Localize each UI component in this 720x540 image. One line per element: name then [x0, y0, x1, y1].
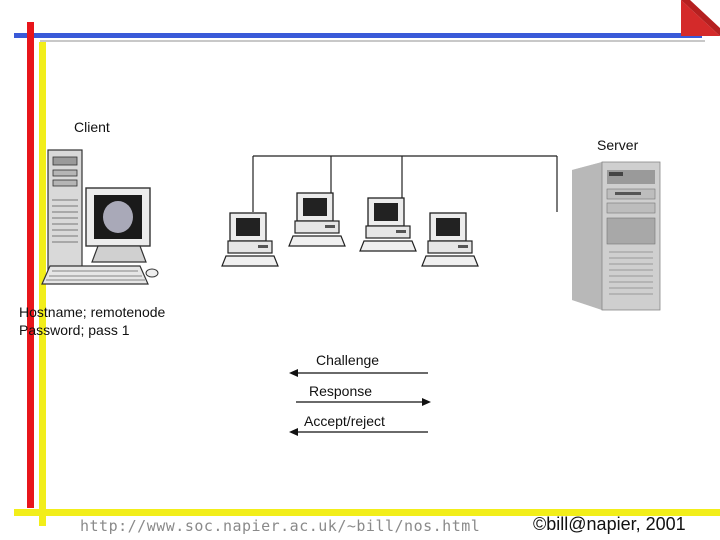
client-label: Client	[74, 119, 110, 135]
credential-password: Password; pass 1	[19, 322, 130, 338]
workstation-2	[288, 192, 346, 247]
workstation-4	[421, 212, 479, 267]
footer-copyright: ©bill@napier, 2001	[533, 514, 686, 534]
workstation-3	[359, 197, 417, 252]
arrow-left-icon	[289, 369, 428, 377]
left-red-bar	[27, 22, 34, 508]
message-accept-reject: Accept/reject	[304, 413, 385, 429]
arrow-left-icon	[289, 428, 428, 436]
message-response: Response	[309, 383, 373, 399]
server-label: Server	[597, 137, 639, 153]
footer-url[interactable]: http://www.soc.napier.ac.uk/~bill/nos.ht…	[80, 517, 481, 535]
top-grey-line	[40, 40, 705, 42]
top-blue-line	[14, 33, 702, 38]
credential-hostname: Hostname; remotenode	[19, 304, 166, 320]
message-challenge: Challenge	[316, 352, 380, 368]
arrow-right-icon	[296, 398, 431, 406]
workstation-1	[221, 212, 279, 267]
bottom-yellow-bar	[14, 509, 720, 516]
